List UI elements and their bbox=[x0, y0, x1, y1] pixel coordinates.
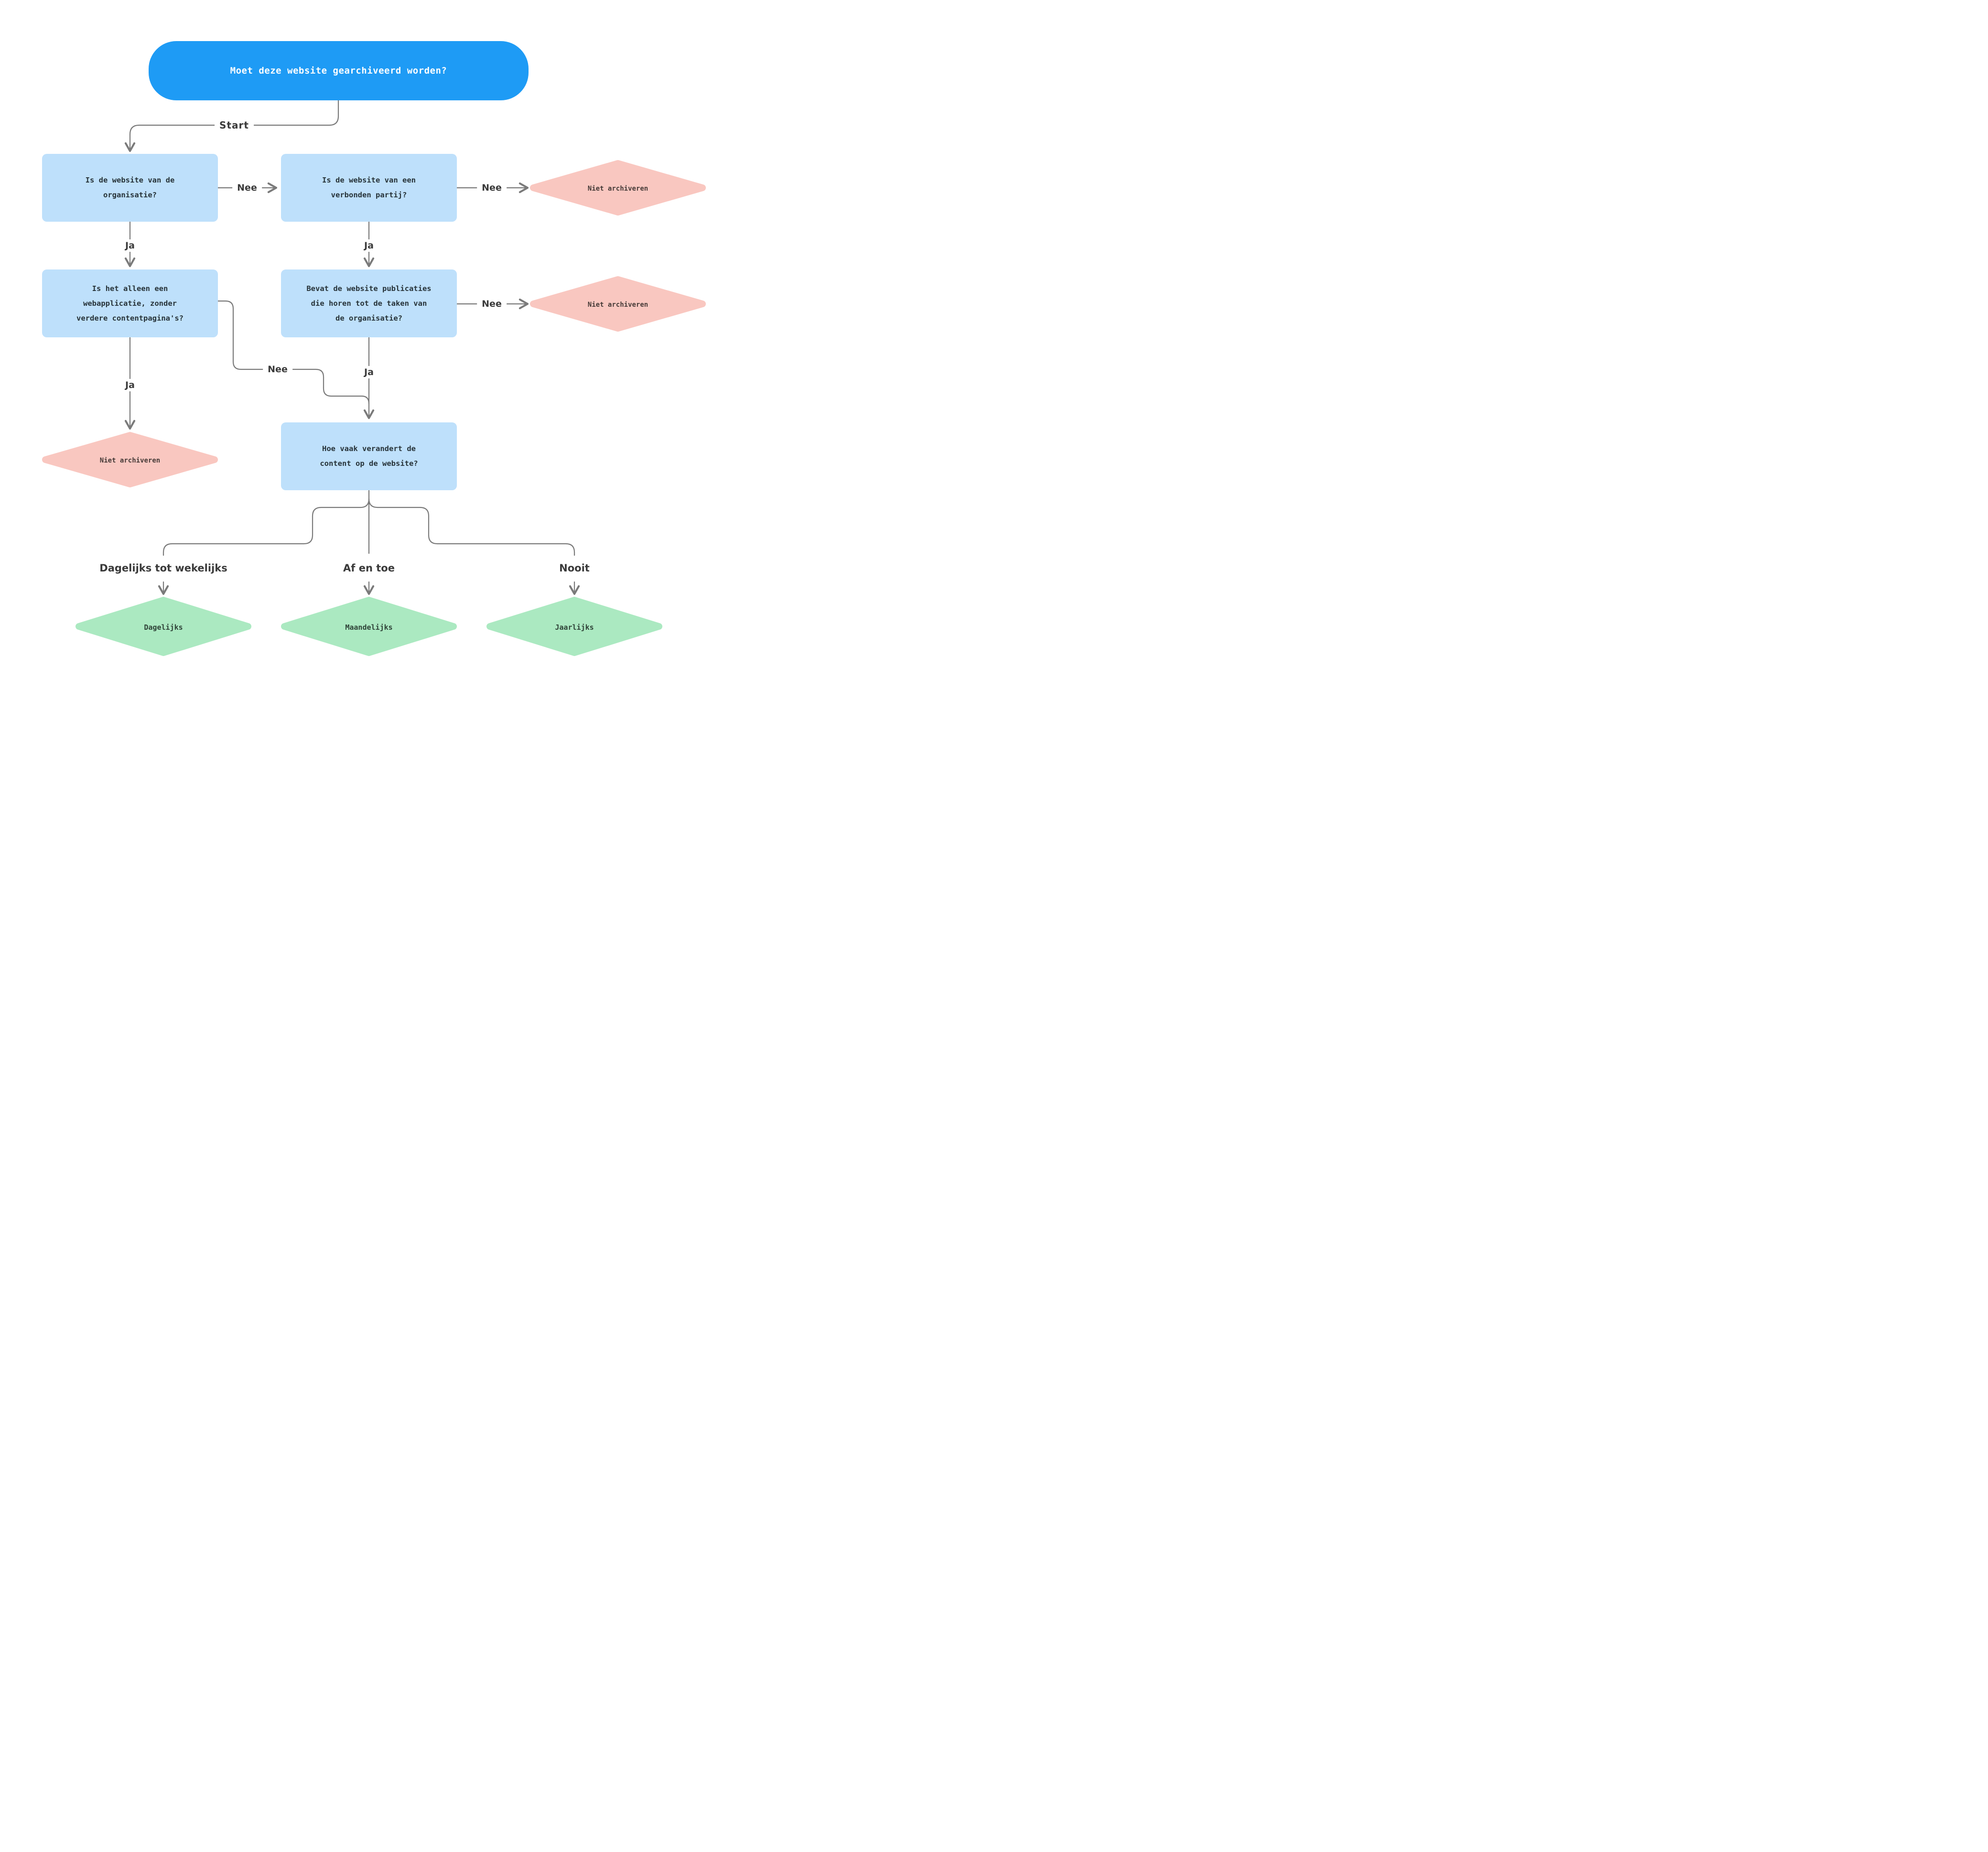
connector-nee-webapplicatie bbox=[217, 300, 370, 405]
question-box-hoe-vaak: Hoe vaak verandert de content op de webs… bbox=[281, 422, 457, 490]
outcome-label-dagelijks: Dagelijks bbox=[144, 623, 183, 632]
outcome-label-niet-archiveren-3: Niet archiveren bbox=[99, 457, 161, 464]
edge-label-ja-publicaties: Ja bbox=[359, 366, 378, 378]
edge-label-nee-webapplicatie: Nee bbox=[263, 363, 292, 376]
question-text-publicaties: Bevat de website publicaties die horen t… bbox=[306, 284, 432, 323]
outcome-diamond-dagelijks bbox=[76, 597, 251, 656]
start-node-title: Moet deze website gearchiveerd worden? bbox=[230, 65, 447, 76]
edge-label-nee-verbonden: Nee bbox=[477, 182, 507, 194]
question-box-webapplicatie: Is het alleen een webapplicatie, zonder … bbox=[42, 269, 218, 337]
flowchart-canvas bbox=[42, 99, 706, 656]
edge-label-af-en-toe: Af en toe bbox=[340, 561, 398, 575]
connector-fork-right bbox=[368, 498, 575, 556]
question-text-verbonden-partij: Is de website van een verbonden partij? bbox=[322, 176, 416, 199]
question-box-verbonden-partij: Is de website van een verbonden partij? bbox=[281, 154, 457, 222]
connector-fork-left bbox=[162, 498, 370, 556]
edge-label-nee-organisatie: Nee bbox=[232, 182, 262, 194]
question-text-organisatie: Is de website van de organisatie? bbox=[85, 176, 175, 199]
edge-label-ja-organisatie: Ja bbox=[120, 239, 140, 252]
edge-label-dagelijks-tot-wekelijks: Dagelijks tot wekelijks bbox=[97, 561, 230, 575]
outcome-diamond-niet-archiveren-3 bbox=[42, 432, 218, 487]
edge-label-nee-publicaties: Nee bbox=[477, 298, 507, 310]
outcome-diamond-niet-archiveren-2 bbox=[530, 276, 706, 332]
start-node: Moet deze website gearchiveerd worden? bbox=[149, 41, 529, 100]
flowchart-website-archivering: Moet deze website gearchiveerd worden? I… bbox=[0, 0, 746, 695]
question-box-organisatie: Is de website van de organisatie? bbox=[42, 154, 218, 222]
question-text-webapplicatie: Is het alleen een webapplicatie, zonder … bbox=[76, 284, 184, 323]
outcome-label-jaarlijks: Jaarlijks bbox=[555, 623, 594, 632]
outcome-diamond-maandelijks bbox=[281, 597, 457, 656]
outcome-label-niet-archiveren-1: Niet archiveren bbox=[587, 185, 648, 193]
outcome-diamond-niet-archiveren-1 bbox=[530, 160, 706, 215]
edge-label-start: Start bbox=[215, 118, 254, 132]
question-text-hoe-vaak: Hoe vaak verandert de content op de webs… bbox=[320, 444, 418, 468]
edge-label-ja-verbonden: Ja bbox=[359, 239, 378, 252]
outcome-diamond-jaarlijks bbox=[486, 597, 662, 656]
outcome-label-niet-archiveren-2: Niet archiveren bbox=[587, 301, 648, 309]
outcome-label-maandelijks: Maandelijks bbox=[345, 623, 393, 632]
edge-label-ja-webapplicatie: Ja bbox=[120, 379, 140, 391]
question-box-publicaties: Bevat de website publicaties die horen t… bbox=[281, 269, 457, 337]
edge-label-nooit: Nooit bbox=[556, 561, 593, 575]
